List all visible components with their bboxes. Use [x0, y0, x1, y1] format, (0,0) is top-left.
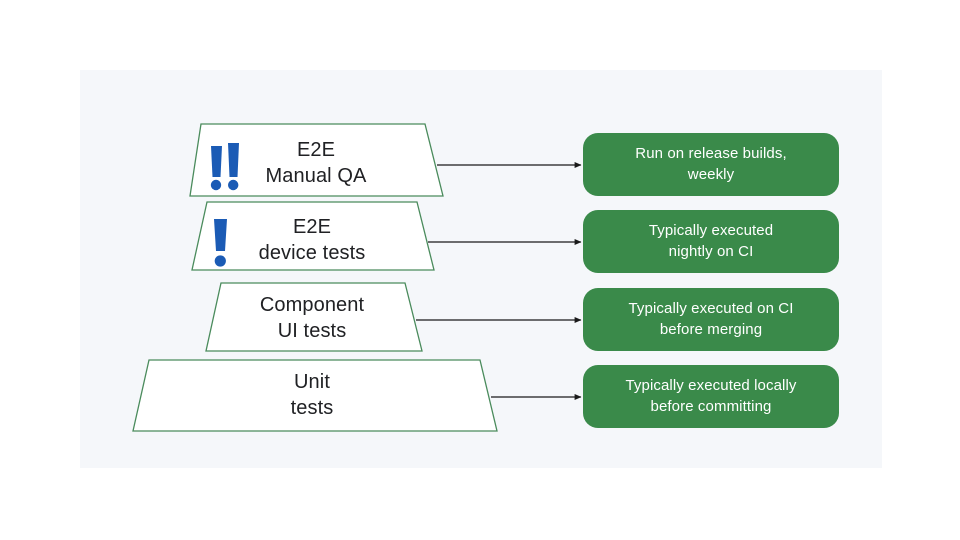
tier-label-e2e-manual-qa: E2E Manual QA — [265, 139, 367, 188]
tier-label-unit-tests: Unit tests — [290, 371, 334, 420]
callout-text: Run on release builds, weekly — [635, 145, 787, 183]
callout-text: Typically executed nightly on CI — [648, 222, 774, 260]
callout-text: Typically executed locally before commit… — [625, 377, 797, 415]
callout-text: Typically executed on CI before merging — [628, 300, 794, 338]
callout-component-ui-tests[interactable]: Typically executed on CI before merging — [583, 288, 839, 351]
tier-label-component-ui-tests: Component UI tests — [259, 294, 365, 343]
callout-e2e-manual-qa[interactable]: Run on release builds, weekly — [583, 133, 839, 196]
callout-unit-tests[interactable]: Typically executed locally before commit… — [583, 365, 839, 428]
callout-e2e-device-tests[interactable]: Typically executed nightly on CI — [583, 210, 839, 273]
tier-label-e2e-device-tests: E2E device tests — [258, 216, 366, 265]
